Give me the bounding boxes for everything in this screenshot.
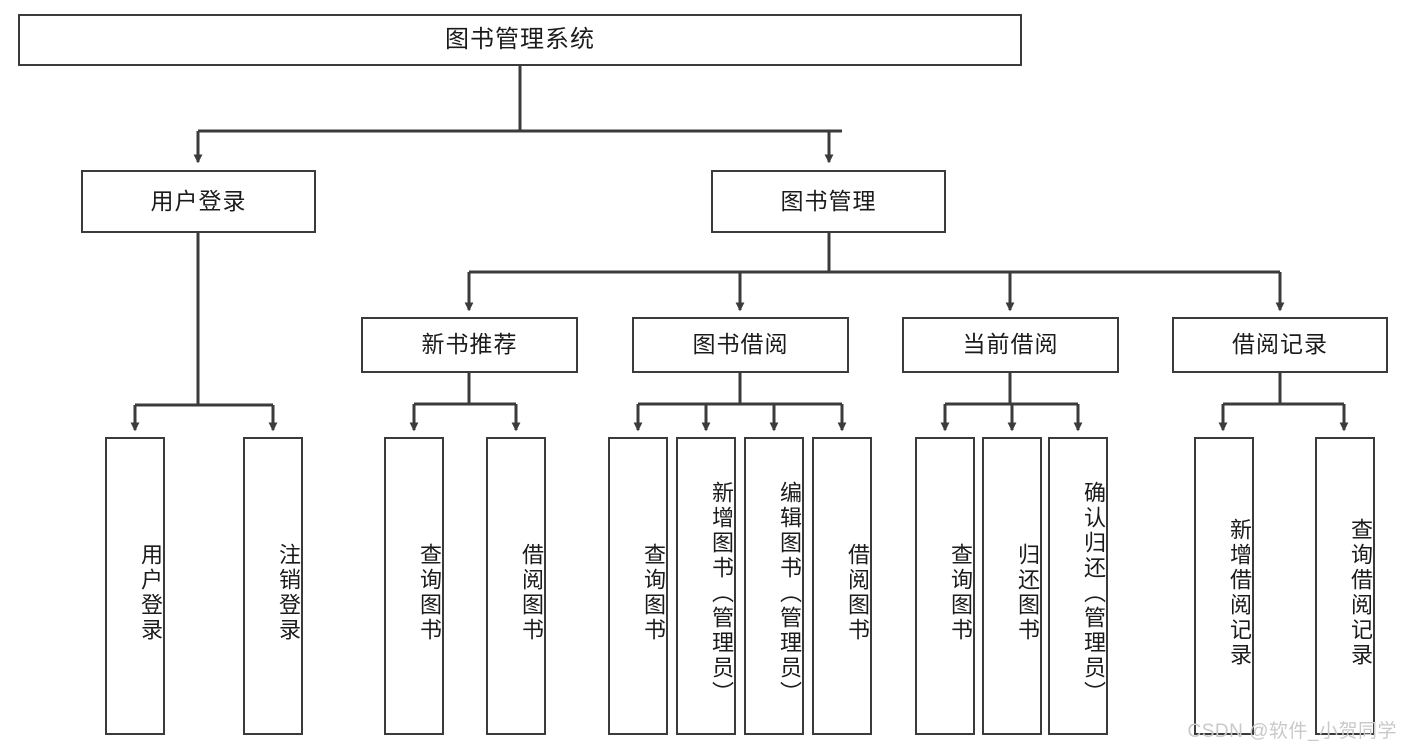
csdn-watermark: CSDN @软件_小贺同学 <box>1187 721 1397 742</box>
node-current-borrow[interactable]: 当前借阅 <box>902 317 1119 373</box>
leaf-label: 新增图书（管理员） <box>709 480 734 706</box>
leaf-book-borrow-edit-book-admin[interactable]: 编辑图书（管理员） <box>744 437 804 735</box>
leaf-new-book-borrow-book[interactable]: 借阅图书 <box>486 437 546 735</box>
leaf-current-borrow-confirm-return-admin[interactable]: 确认归还（管理员） <box>1048 437 1108 735</box>
leaf-label: 注销登录 <box>276 543 301 643</box>
node-book-borrow[interactable]: 图书借阅 <box>632 317 849 373</box>
leaf-label: 查询图书 <box>641 543 666 643</box>
leaf-label: 借阅图书 <box>519 543 544 643</box>
leaf-label: 编辑图书（管理员） <box>777 480 802 706</box>
leaf-book-borrow-query-book[interactable]: 查询图书 <box>608 437 668 735</box>
leaf-label: 新增借阅记录 <box>1227 518 1252 668</box>
leaf-borrow-record-query-record[interactable]: 查询借阅记录 <box>1315 437 1375 735</box>
node-root-book-management-system[interactable]: 图书管理系统 <box>18 14 1022 66</box>
node-new-book-recommend[interactable]: 新书推荐 <box>361 317 578 373</box>
leaf-book-borrow-borrow-book[interactable]: 借阅图书 <box>812 437 872 735</box>
leaf-label: 用户登录 <box>138 543 163 643</box>
leaf-user-login-login[interactable]: 用户登录 <box>105 437 165 735</box>
leaf-label: 归还图书 <box>1015 543 1040 643</box>
leaf-current-borrow-return-book[interactable]: 归还图书 <box>982 437 1042 735</box>
node-user-login[interactable]: 用户登录 <box>81 170 316 233</box>
node-borrow-record[interactable]: 借阅记录 <box>1172 317 1388 373</box>
leaf-label: 确认归还（管理员） <box>1081 480 1106 706</box>
leaf-label: 查询图书 <box>417 543 442 643</box>
leaf-new-book-query-book[interactable]: 查询图书 <box>384 437 444 735</box>
leaf-current-borrow-query-book[interactable]: 查询图书 <box>915 437 975 735</box>
leaf-label: 查询借阅记录 <box>1348 518 1373 668</box>
leaf-book-borrow-add-book-admin[interactable]: 新增图书（管理员） <box>676 437 736 735</box>
leaf-label: 借阅图书 <box>845 543 870 643</box>
node-book-management[interactable]: 图书管理 <box>711 170 946 233</box>
leaf-label: 查询图书 <box>948 543 973 643</box>
leaf-user-login-logout[interactable]: 注销登录 <box>243 437 303 735</box>
leaf-borrow-record-add-record[interactable]: 新增借阅记录 <box>1194 437 1254 735</box>
